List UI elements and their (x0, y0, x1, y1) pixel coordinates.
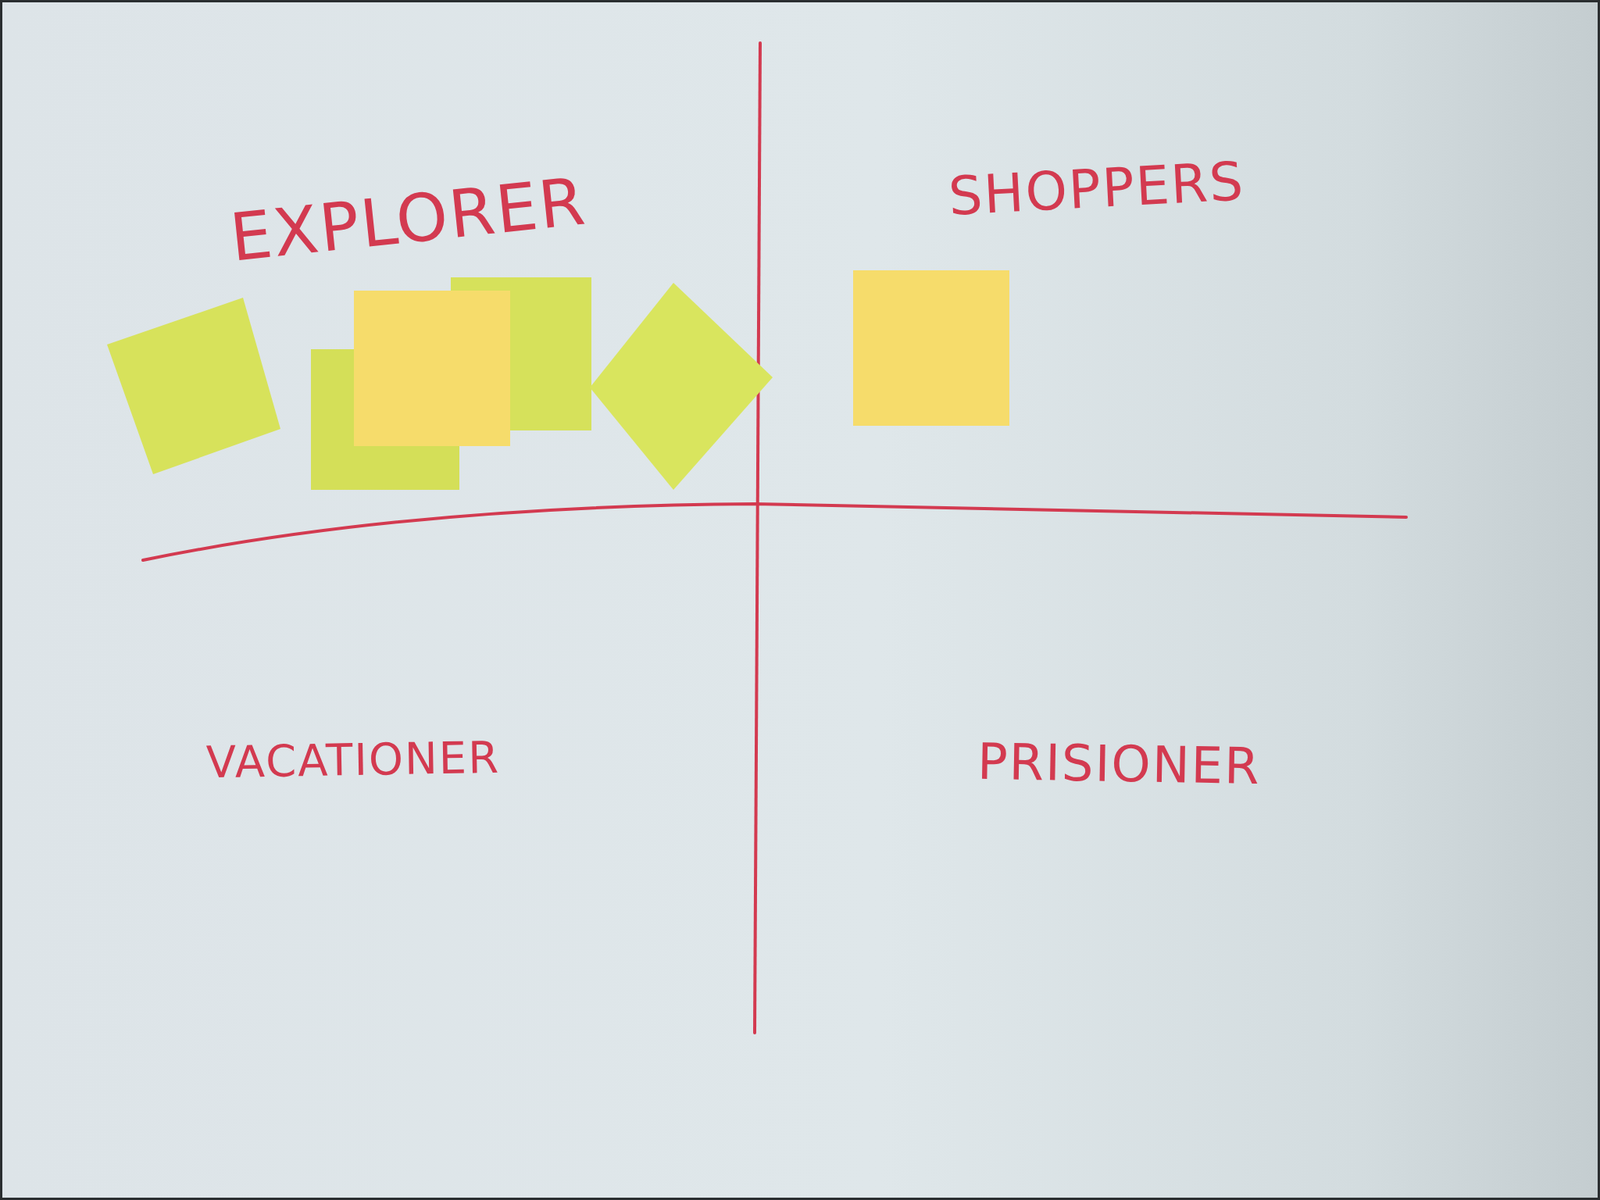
quadrant-label: PRISIONER (976, 736, 1261, 792)
horizontal-axis (142, 503, 1407, 561)
sticky-note (853, 270, 1010, 426)
sticky-note (589, 282, 773, 490)
vertical-axis (754, 42, 761, 1033)
sticky-note (353, 290, 511, 447)
sticky-note (107, 297, 281, 475)
quadrant-label: SHOPPERS (947, 154, 1247, 224)
quadrant-label: VACATIONER (205, 735, 500, 786)
